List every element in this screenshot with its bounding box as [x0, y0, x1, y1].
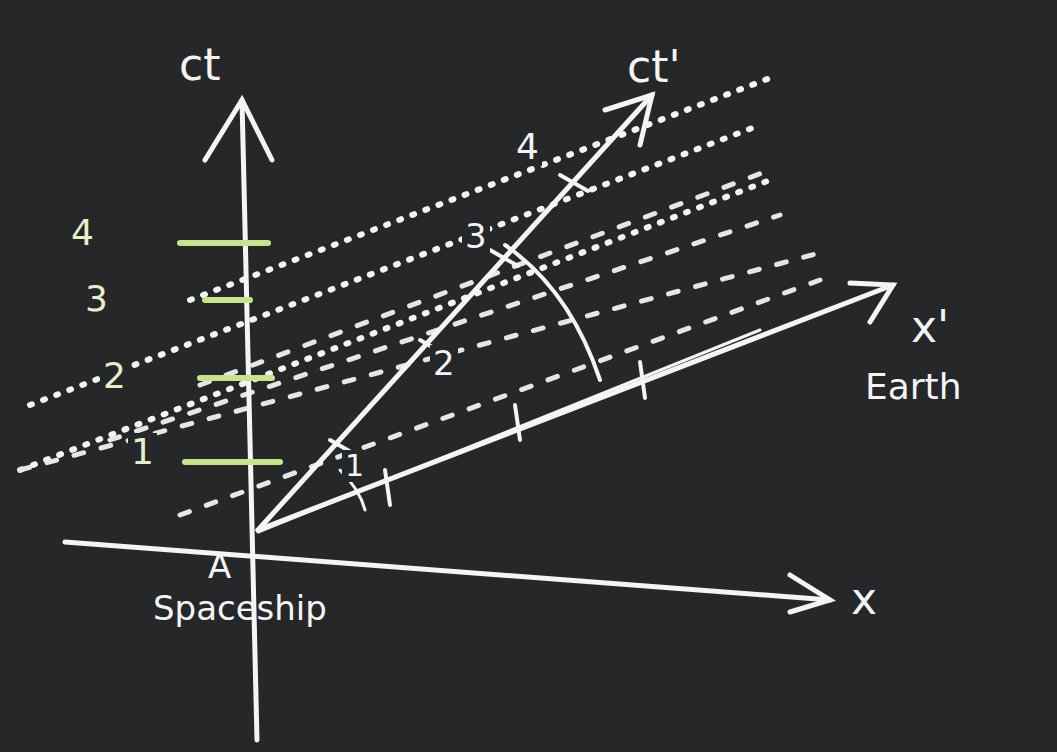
tick-number: 4 — [68, 214, 97, 252]
tick-number: 3 — [82, 280, 111, 318]
tick-number: 3 — [462, 218, 490, 254]
axis-label: x' — [908, 304, 952, 350]
axis-label: ct' — [624, 44, 684, 90]
tick-number: 1 — [342, 450, 367, 482]
tick-number: 1 — [128, 433, 157, 471]
tick-number: 4 — [513, 128, 542, 166]
name-label: A — [205, 548, 234, 584]
tick-number: 2 — [430, 345, 458, 381]
name-label: Spaceship — [150, 590, 330, 626]
axis-label: x — [848, 576, 880, 622]
axis-label: ct — [176, 42, 223, 88]
tick-number: 2 — [100, 357, 129, 395]
name-label: Earth — [862, 368, 965, 406]
